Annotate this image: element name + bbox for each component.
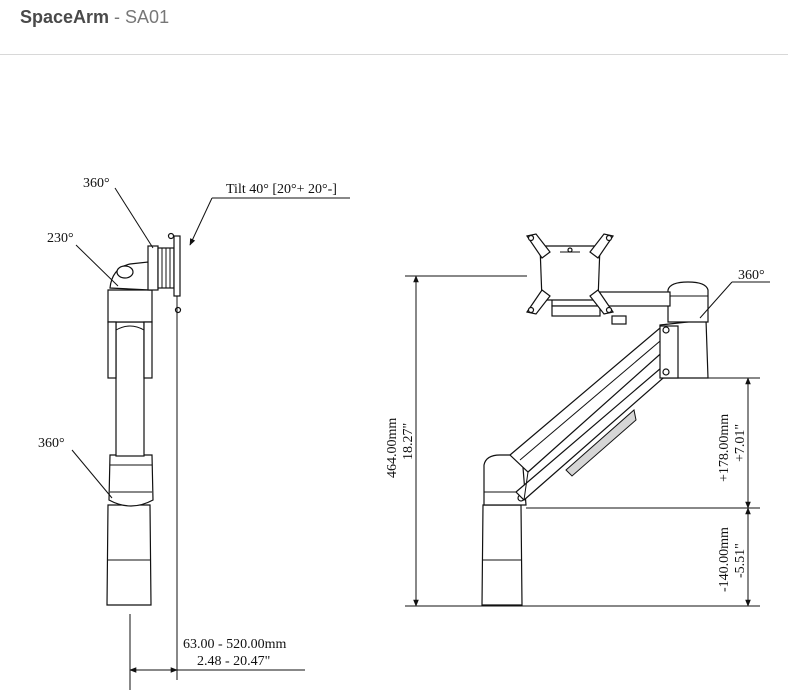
side-view-callouts [71,187,350,690]
product-name: SpaceArm [20,7,110,27]
down-range-inch-label: -5.51" [733,543,748,578]
front-view-arm [481,233,709,606]
title-separator: - [109,7,126,27]
up-range-mm-label: +178.00mm [717,414,732,482]
height-inch-label: 18.27" [401,423,416,460]
model-code: SA01 [125,7,170,27]
up-range-inch-label: +7.01" [733,424,748,462]
side-rotation-base-label: 360° [38,436,65,451]
side-rotation-elbow-label: 230° [47,231,74,246]
height-mm-label: 464.00mm [385,418,400,478]
reach-inch-label: 2.48 - 20.47" [197,654,270,669]
side-view-arm [106,232,182,680]
reach-mm-label: 63.00 - 520.00mm [183,637,287,652]
page-title: SpaceArm - SA01 [20,7,169,28]
down-range-mm-label: -140.00mm [717,527,732,592]
tilt-label: Tilt 40° [20°+ 20°-] [226,182,337,197]
front-rotation-label: 360° [738,268,765,283]
front-view-dimensions [405,275,770,607]
page-header: SpaceArm - SA01 [0,0,788,55]
side-rotation-top-label: 360° [83,176,110,191]
